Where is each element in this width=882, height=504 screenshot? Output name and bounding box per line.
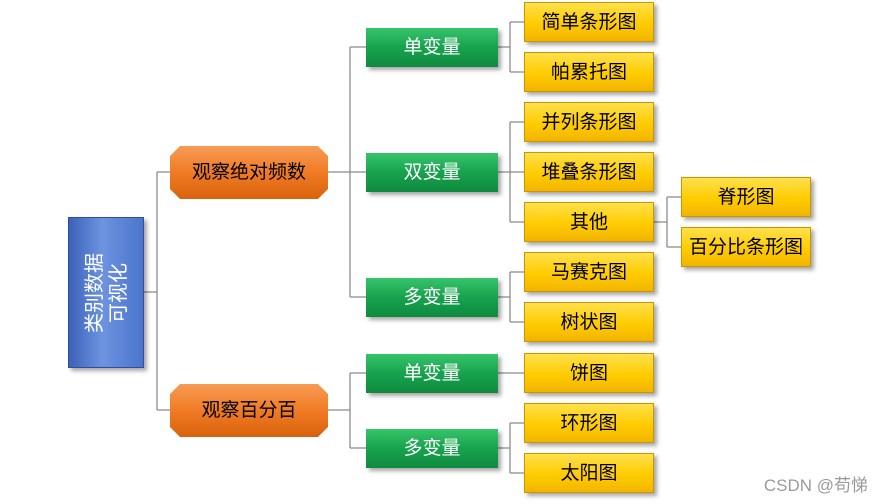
leaf-mosaic-plot-label: 马赛克图: [550, 260, 627, 283]
leaf-stacked-bar-chart-label: 堆叠条形图: [541, 160, 637, 183]
leaf-sunburst-chart-label: 太阳图: [560, 461, 618, 484]
leaf-pie-chart: 饼图: [524, 353, 654, 393]
group-abs-multi-variable: 多变量: [366, 278, 498, 317]
leaf-donut-chart: 环形图: [524, 403, 654, 443]
group-pct-multi-variable-label: 多变量: [403, 437, 461, 459]
leaf-pareto-chart-label: 帕累托图: [550, 60, 627, 83]
leaf-simple-bar-chart: 简单条形图: [524, 2, 654, 42]
group-abs-multi-variable-label: 多变量: [403, 286, 461, 308]
leaf-other: 其他: [524, 202, 654, 242]
leaf-other-label: 其他: [569, 210, 608, 233]
leaf-stacked-bar-chart: 堆叠条形图: [524, 152, 654, 192]
leaf-tree-chart: 树状图: [524, 302, 654, 342]
branch-percentage-label: 观察百分百: [201, 399, 297, 421]
group-pct-single-variable-label: 单变量: [403, 362, 461, 384]
group-pct-multi-variable: 多变量: [366, 429, 498, 468]
root-label-line1: 类别数据: [82, 252, 106, 333]
leaf-donut-chart-label: 环形图: [560, 411, 618, 434]
branch-percentage: 观察百分百: [170, 384, 328, 437]
branch-absolute-frequency: 观察绝对频数: [170, 146, 328, 199]
leaf-mosaic-plot: 马赛克图: [524, 252, 654, 292]
leaf-percent-bar-chart-label: 百分比条形图: [688, 235, 803, 258]
group-abs-single-variable-label: 单变量: [403, 36, 461, 58]
leaf-pareto-chart: 帕累托图: [524, 52, 654, 92]
leaf-grouped-bar-chart-label: 并列条形图: [541, 110, 637, 133]
leaf-pie-chart-label: 饼图: [569, 361, 608, 384]
group-abs-single-variable: 单变量: [366, 28, 498, 67]
root-label-line2: 可视化: [106, 262, 130, 323]
leaf-simple-bar-chart-label: 简单条形图: [541, 10, 637, 33]
leaf-percent-bar-chart: 百分比条形图: [681, 227, 811, 267]
branch-absolute-frequency-label: 观察绝对频数: [191, 161, 306, 183]
leaf-spine-plot: 脊形图: [681, 177, 811, 217]
group-abs-two-variables: 双变量: [366, 153, 498, 192]
group-pct-single-variable: 单变量: [366, 354, 498, 393]
leaf-tree-chart-label: 树状图: [560, 310, 618, 333]
watermark: CSDN @苟悌: [763, 476, 868, 495]
leaf-grouped-bar-chart: 并列条形图: [524, 102, 654, 142]
leaf-sunburst-chart: 太阳图: [524, 453, 654, 493]
leaf-spine-plot-label: 脊形图: [717, 185, 775, 208]
group-abs-two-variables-label: 双变量: [403, 161, 461, 183]
root-node: 类别数据 可视化: [68, 217, 144, 368]
